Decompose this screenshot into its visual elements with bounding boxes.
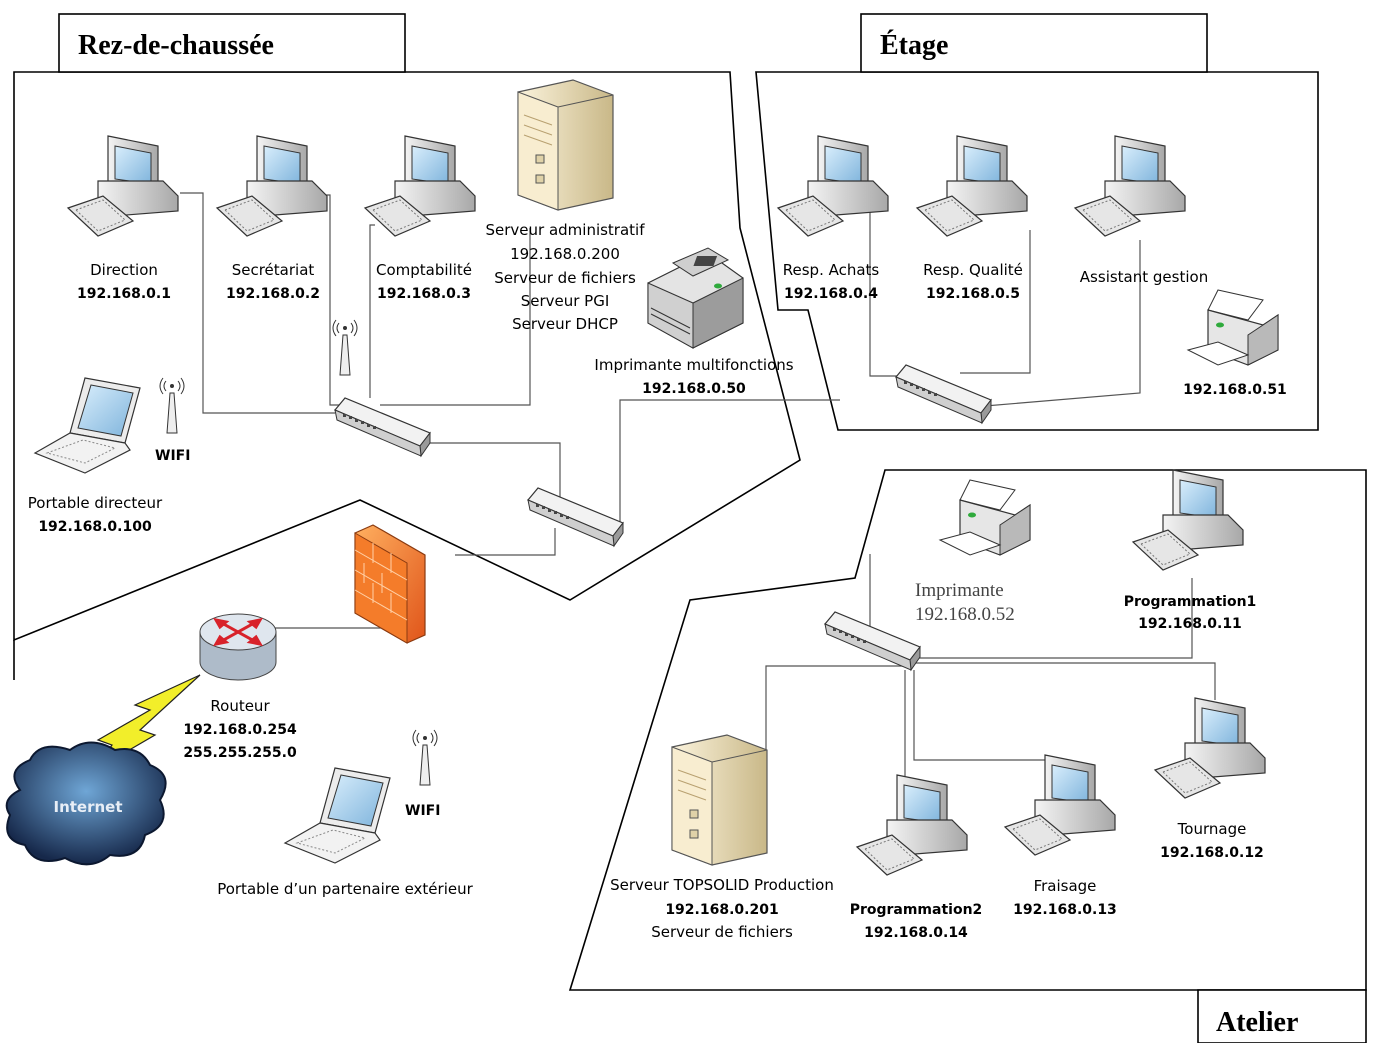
svg-text:Programmation1: Programmation1 — [1124, 594, 1257, 610]
svg-text:192.168.0.1: 192.168.0.1 — [77, 286, 171, 302]
svg-text:Serveur TOPSOLID Production: Serveur TOPSOLID Production — [610, 876, 834, 894]
svg-text:Serveur administratif: Serveur administratif — [485, 221, 645, 239]
label-imprimante-atelier: Imprimante 192.168.0.52 — [915, 580, 1015, 625]
switch-atelier-icon[interactable] — [824, 611, 921, 671]
svg-text:255.255.255.0: 255.255.255.0 — [183, 745, 297, 761]
pc-assistant-gestion-icon[interactable] — [1074, 135, 1186, 237]
label-tournage: Tournage 192.168.0.12 — [1160, 820, 1264, 861]
laptop-directeur-icon[interactable] — [34, 377, 141, 474]
label-programmation2: Programmation2 192.168.0.14 — [850, 902, 983, 941]
svg-text:Imprimante multifonctions: Imprimante multifonctions — [594, 356, 793, 374]
pc-programmation1-icon[interactable] — [1132, 469, 1244, 571]
svg-text:Imprimante: Imprimante — [915, 580, 1004, 601]
svg-text:Secrétariat: Secrétariat — [232, 261, 315, 279]
laptop-partenaire-icon[interactable] — [284, 767, 391, 864]
svg-text:192.168.0.50: 192.168.0.50 — [642, 381, 746, 397]
svg-text:192.168.0.11: 192.168.0.11 — [1138, 616, 1242, 632]
zone-atelier-title-box — [1197, 989, 1367, 1043]
label-programmation1: Programmation1 192.168.0.11 — [1124, 594, 1257, 632]
label-serveur-administratif: Serveur administratif 192.168.0.200 Serv… — [485, 221, 645, 333]
svg-text:Resp. Qualité: Resp. Qualité — [923, 261, 1023, 279]
svg-text:192.168.0.200: 192.168.0.200 — [510, 245, 620, 263]
svg-text:192.168.0.13: 192.168.0.13 — [1013, 902, 1117, 918]
wifi-antenna-icon — [159, 377, 185, 434]
label-direction: Direction 192.168.0.1 — [77, 261, 171, 302]
svg-text:192.168.0.3: 192.168.0.3 — [377, 286, 471, 302]
printer-etage-icon[interactable] — [1187, 289, 1279, 366]
svg-text:Serveur de fichiers: Serveur de fichiers — [651, 923, 793, 941]
switch-rdc-icon[interactable] — [334, 397, 431, 457]
svg-text:Portable directeur: Portable directeur — [28, 494, 163, 512]
label-serveur-topsolid: Serveur TOPSOLID Production 192.168.0.20… — [610, 876, 834, 941]
pc-secretariat-icon[interactable] — [216, 135, 328, 237]
label-wifi-exterieur: WIFI — [405, 803, 440, 819]
network-links — [180, 192, 1216, 780]
pc-resp-achats-icon[interactable] — [777, 135, 889, 237]
label-internet: Internet — [53, 798, 122, 816]
svg-text:Serveur de fichiers: Serveur de fichiers — [494, 269, 636, 287]
zone-etage-title-box — [860, 13, 1208, 73]
firewall-icon[interactable] — [354, 524, 426, 644]
pc-tournage-icon[interactable] — [1154, 697, 1266, 799]
printer-atelier-icon[interactable] — [939, 479, 1031, 556]
zone-etage-border — [755, 71, 1319, 431]
svg-text:192.168.0.2: 192.168.0.2 — [226, 286, 320, 302]
label-assistant-gestion: Assistant gestion — [1080, 268, 1208, 286]
svg-text:Comptabilité: Comptabilité — [376, 261, 472, 279]
router-icon[interactable] — [199, 613, 277, 681]
svg-text:192.168.0.52: 192.168.0.52 — [915, 604, 1015, 625]
svg-text:Serveur DHCP: Serveur DHCP — [512, 315, 618, 333]
pc-direction-icon[interactable] — [67, 135, 179, 237]
svg-text:192.168.0.5: 192.168.0.5 — [926, 286, 1020, 302]
svg-text:192.168.0.254: 192.168.0.254 — [183, 722, 297, 738]
label-comptabilite: Comptabilité 192.168.0.3 — [376, 261, 472, 302]
wifi-partenaire-antenna-icon — [412, 729, 438, 786]
svg-text:Direction: Direction — [90, 261, 158, 279]
printer-multifonction-icon[interactable] — [647, 247, 744, 349]
svg-text:Programmation2: Programmation2 — [850, 902, 983, 918]
svg-text:192.168.0.100: 192.168.0.100 — [38, 519, 152, 535]
svg-text:Resp. Achats: Resp. Achats — [783, 261, 880, 279]
label-fraisage: Fraisage 192.168.0.13 — [1013, 877, 1117, 918]
label-secretariat: Secrétariat 192.168.0.2 — [226, 261, 320, 302]
label-portable-directeur: Portable directeur 192.168.0.100 — [28, 494, 163, 535]
svg-text:Serveur PGI: Serveur PGI — [521, 292, 610, 310]
zone-atelier-title: Atelier — [1216, 1007, 1298, 1038]
svg-text:192.168.0.14: 192.168.0.14 — [864, 925, 968, 941]
svg-text:Routeur: Routeur — [210, 697, 270, 715]
zone-rdc-title: Rez-de-chaussée — [78, 30, 274, 61]
label-resp-qualite: Resp. Qualité 192.168.0.5 — [923, 261, 1023, 302]
switch-etage-icon[interactable] — [895, 364, 992, 424]
label-imprimante-etage-ip: 192.168.0.51 — [1183, 382, 1287, 398]
zone-rdc-border — [13, 71, 801, 642]
label-wifi-rdc: WIFI — [155, 448, 190, 464]
zone-rdc-title-box — [58, 13, 406, 73]
zone-atelier-border — [568, 469, 1367, 991]
zone-etage-title: Étage — [880, 30, 948, 61]
label-imprimante-multifonctions: Imprimante multifonctions 192.168.0.50 — [594, 356, 793, 397]
lightning-icon — [94, 674, 201, 771]
server-administratif-icon[interactable] — [517, 79, 614, 211]
svg-text:192.168.0.12: 192.168.0.12 — [1160, 845, 1264, 861]
label-routeur: Routeur 192.168.0.254 255.255.255.0 — [183, 697, 297, 761]
pc-resp-qualite-icon[interactable] — [916, 135, 1028, 237]
pc-comptabilite-icon[interactable] — [364, 135, 476, 237]
svg-text:Fraisage: Fraisage — [1034, 877, 1097, 895]
svg-text:192.168.0.4: 192.168.0.4 — [784, 286, 878, 302]
server-topsolid-icon[interactable] — [671, 734, 768, 866]
switch-rdc-2-icon[interactable] — [527, 487, 624, 547]
svg-text:192.168.0.201: 192.168.0.201 — [665, 902, 778, 918]
internet-cloud-icon[interactable] — [5, 741, 167, 866]
wifi-ap-antenna-icon — [332, 319, 358, 376]
label-resp-achats: Resp. Achats 192.168.0.4 — [783, 261, 880, 302]
pc-programmation2-icon[interactable] — [856, 774, 968, 876]
svg-text:Tournage: Tournage — [1177, 820, 1247, 838]
label-portable-partenaire: Portable d’un partenaire extérieur — [217, 880, 473, 898]
pc-fraisage-icon[interactable] — [1004, 754, 1116, 856]
